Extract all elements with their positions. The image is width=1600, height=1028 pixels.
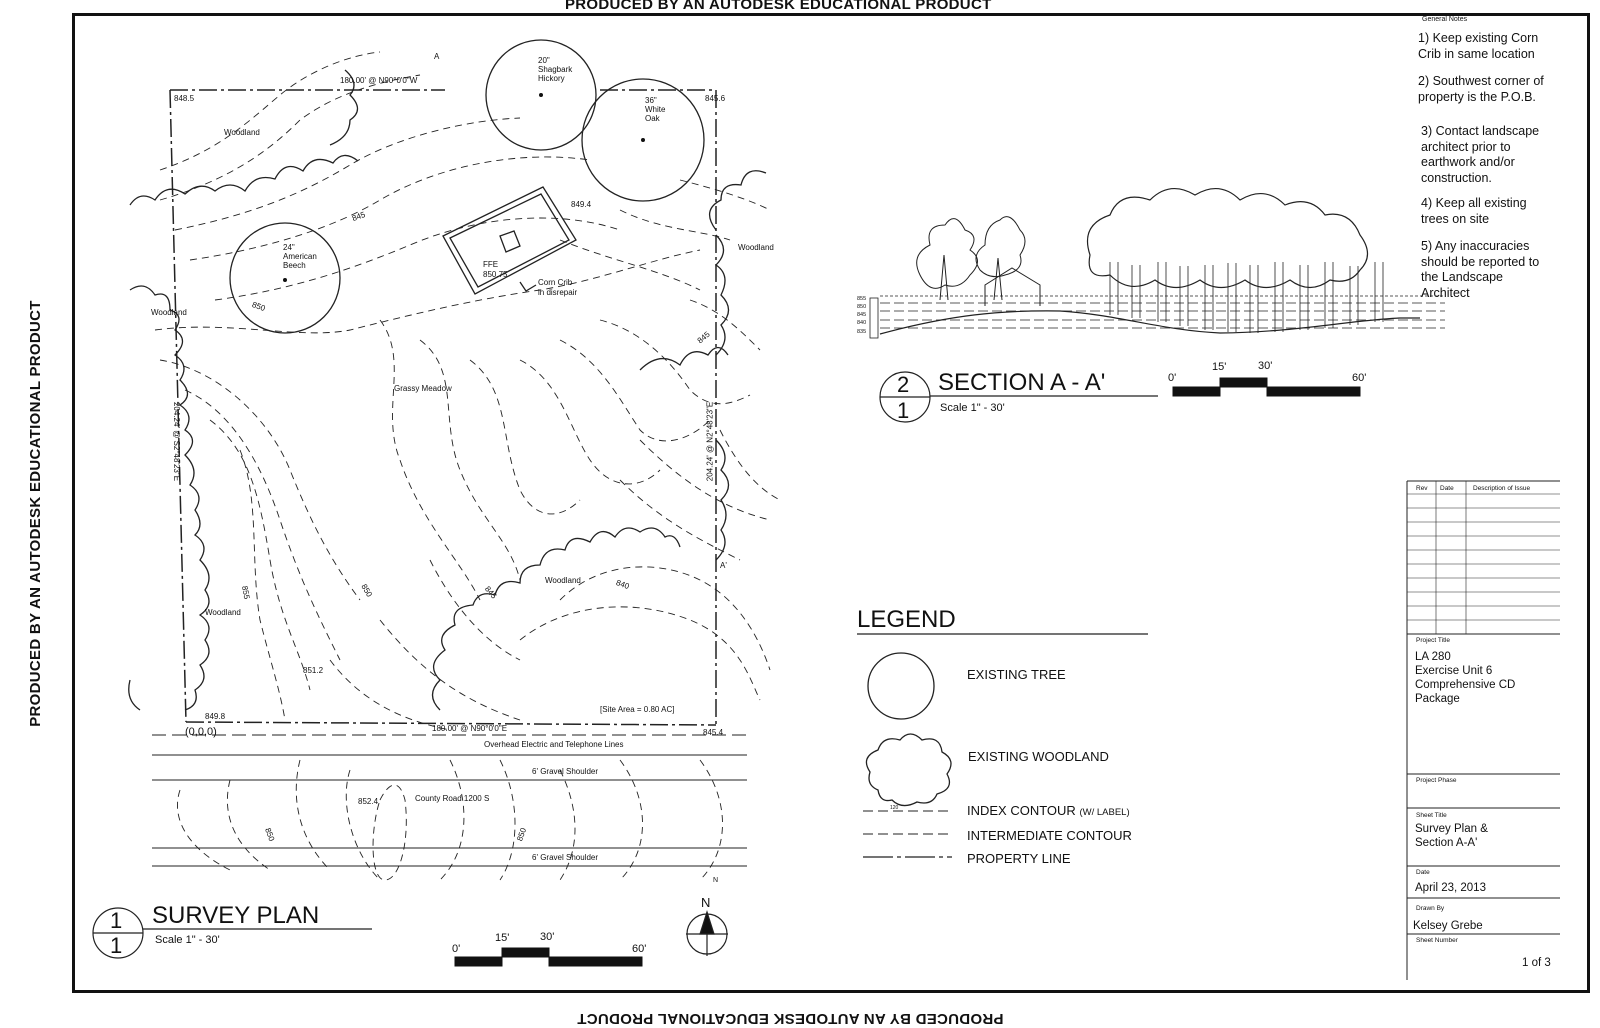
label-woodland-e: Woodland <box>738 243 774 252</box>
label-elev-se: 845.4 <box>703 728 724 737</box>
section-elev-850: 850 <box>857 304 867 310</box>
road-lines <box>152 734 747 867</box>
label-site-area: [Site Area = 0.80 AC] <box>600 705 675 714</box>
label-county-road: County Road 1200 S <box>415 794 490 803</box>
section-drawing <box>869 188 1445 339</box>
project-phase-label: Project Phase <box>1416 777 1457 784</box>
label-tree-oak: 36" White Oak <box>645 96 666 123</box>
scale-bars <box>454 377 1361 967</box>
label-woodland-sw: Woodland <box>205 608 241 617</box>
project-title: LA 280 Exercise Unit 6 Comprehensive CD … <box>1415 651 1516 705</box>
project-title-label: Project Title <box>1416 637 1450 644</box>
label-tree-beech: 24" American Beech <box>283 243 317 270</box>
section-elev-835: 835 <box>857 329 867 335</box>
label-elev-nw: 848.5 <box>174 94 195 103</box>
legend-index-contour-label: INDEX CONTOUR <box>967 803 1076 818</box>
section-elev-840: 840 <box>857 320 867 326</box>
survey-scale: Scale 1" - 30' <box>155 934 220 946</box>
note-1: 1) Keep existing Corn Crib in same locat… <box>1418 31 1539 61</box>
watermark-top: PRODUCED BY AN AUTODESK EDUCATIONAL PROD… <box>565 0 992 13</box>
legend-index-contour: INDEX CONTOUR (W/ LABEL) <box>967 803 1130 818</box>
section-bar-30: 30' <box>1258 360 1273 372</box>
section-elev-845: 845 <box>857 312 867 318</box>
label-origin: (0,0,0) <box>185 726 217 738</box>
legend-index-sample: 120 <box>890 805 899 811</box>
corn-crib <box>442 186 577 295</box>
note-3: 3) Contact landscape architect prior to … <box>1421 124 1540 185</box>
north-arrow <box>686 910 728 956</box>
legend-existing-tree: EXISTING TREE <box>967 667 1066 682</box>
title-lines <box>92 371 1158 959</box>
section-bar-15: 15' <box>1212 361 1227 373</box>
label-section-a: A <box>434 52 440 61</box>
legend-existing-woodland: EXISTING WOODLAND <box>968 749 1109 764</box>
section-bar-60: 60' <box>1352 372 1367 384</box>
survey-bar-0: 0' <box>452 943 461 955</box>
drawn-by-label: Drawn By <box>1416 905 1445 912</box>
legend-index-suffix: (W/ LABEL) <box>1079 807 1130 818</box>
legend-property-line: PROPERTY LINE <box>967 851 1071 866</box>
note-4: 4) Keep all existing trees on site <box>1421 196 1527 226</box>
survey-title: SURVEY PLAN <box>152 902 320 929</box>
rev-header-date: Date <box>1440 485 1454 492</box>
label-elev-road: 852.4 <box>358 797 379 806</box>
survey-bar-15: 15' <box>495 932 510 944</box>
label-section-a-prime: A' <box>720 561 727 570</box>
label-grassy-meadow: Grassy Meadow <box>394 384 452 393</box>
label-bottom-bearing: 180.00' @ N90°0'0"E <box>432 724 508 733</box>
note-5: 5) Any inaccuracies should be reported t… <box>1421 239 1540 300</box>
legend-intermediate-contour: INTERMEDIATE CONTOUR <box>967 828 1132 843</box>
label-elev-south: 851.2 <box>303 666 324 675</box>
drawing-sheet <box>72 13 1590 993</box>
label-top-bearing: 180.00' @ N90°0'0"W <box>340 76 418 85</box>
section-elev-855: 855 <box>857 296 867 302</box>
label-shoulder-south: 6' Gravel Shoulder <box>532 853 599 862</box>
label-woodland-nw: Woodland <box>224 128 260 137</box>
north-label-small: N <box>713 877 719 884</box>
label-elev-sw: 849.8 <box>205 712 226 721</box>
label-utility-lines: Overhead Electric and Telephone Lines <box>484 740 624 749</box>
north-label: N <box>701 895 711 910</box>
property-line <box>169 89 717 726</box>
label-woodland-s: Woodland <box>545 576 581 585</box>
rev-header-rev: Rev <box>1416 485 1428 492</box>
contour-lines <box>154 51 781 881</box>
sheet-title-label: Sheet Title <box>1416 812 1447 819</box>
note-2: 2) Southwest corner of property is the P… <box>1418 74 1544 104</box>
survey-bar-60: 60' <box>632 943 647 955</box>
label-right-bearing: 204.24' @ N2°48'23"E <box>705 401 715 482</box>
tree-circles <box>229 39 705 334</box>
label-corn-crib: Corn Crib in disrepair <box>538 278 578 297</box>
title-block-lines <box>1406 480 1560 980</box>
legend-title: LEGEND <box>857 606 956 633</box>
survey-sheet-number: 1 <box>110 933 123 958</box>
section-title: SECTION A - A' <box>938 369 1106 396</box>
label-ffe: FFE 850.75 <box>483 260 508 279</box>
label-tree-hickory: 20" Shagbark Hickory <box>538 56 573 83</box>
label-woodland-w: Woodland <box>151 308 187 317</box>
date-value: April 23, 2013 <box>1415 882 1486 894</box>
date-label: Date <box>1416 869 1430 876</box>
label-elev-ne: 845.6 <box>705 94 726 103</box>
label-left-bearing: 204.24' @ S2°48'23"E <box>172 401 182 482</box>
general-notes-title: General Notes <box>1422 16 1468 23</box>
sheet-title: Survey Plan & Section A-A' <box>1415 823 1488 849</box>
sheet-number-label: Sheet Number <box>1416 937 1458 944</box>
section-bar-0: 0' <box>1168 372 1177 384</box>
drawn-by-value: Kelsey Grebe <box>1413 920 1483 932</box>
survey-number: 1 <box>110 908 123 933</box>
section-sheet-number: 1 <box>897 398 910 423</box>
label-elev-center: 849.4 <box>571 200 592 209</box>
sheet-number-value: 1 of 3 <box>1522 957 1551 969</box>
legend-symbols <box>863 652 952 858</box>
woodland-edges <box>128 69 767 711</box>
survey-bar-30: 30' <box>540 931 555 943</box>
rev-header-description: Description of Issue <box>1473 485 1531 492</box>
label-shoulder-north: 6' Gravel Shoulder <box>532 767 599 776</box>
section-number: 2 <box>897 372 910 397</box>
section-scale: Scale 1" - 30' <box>940 402 1005 414</box>
